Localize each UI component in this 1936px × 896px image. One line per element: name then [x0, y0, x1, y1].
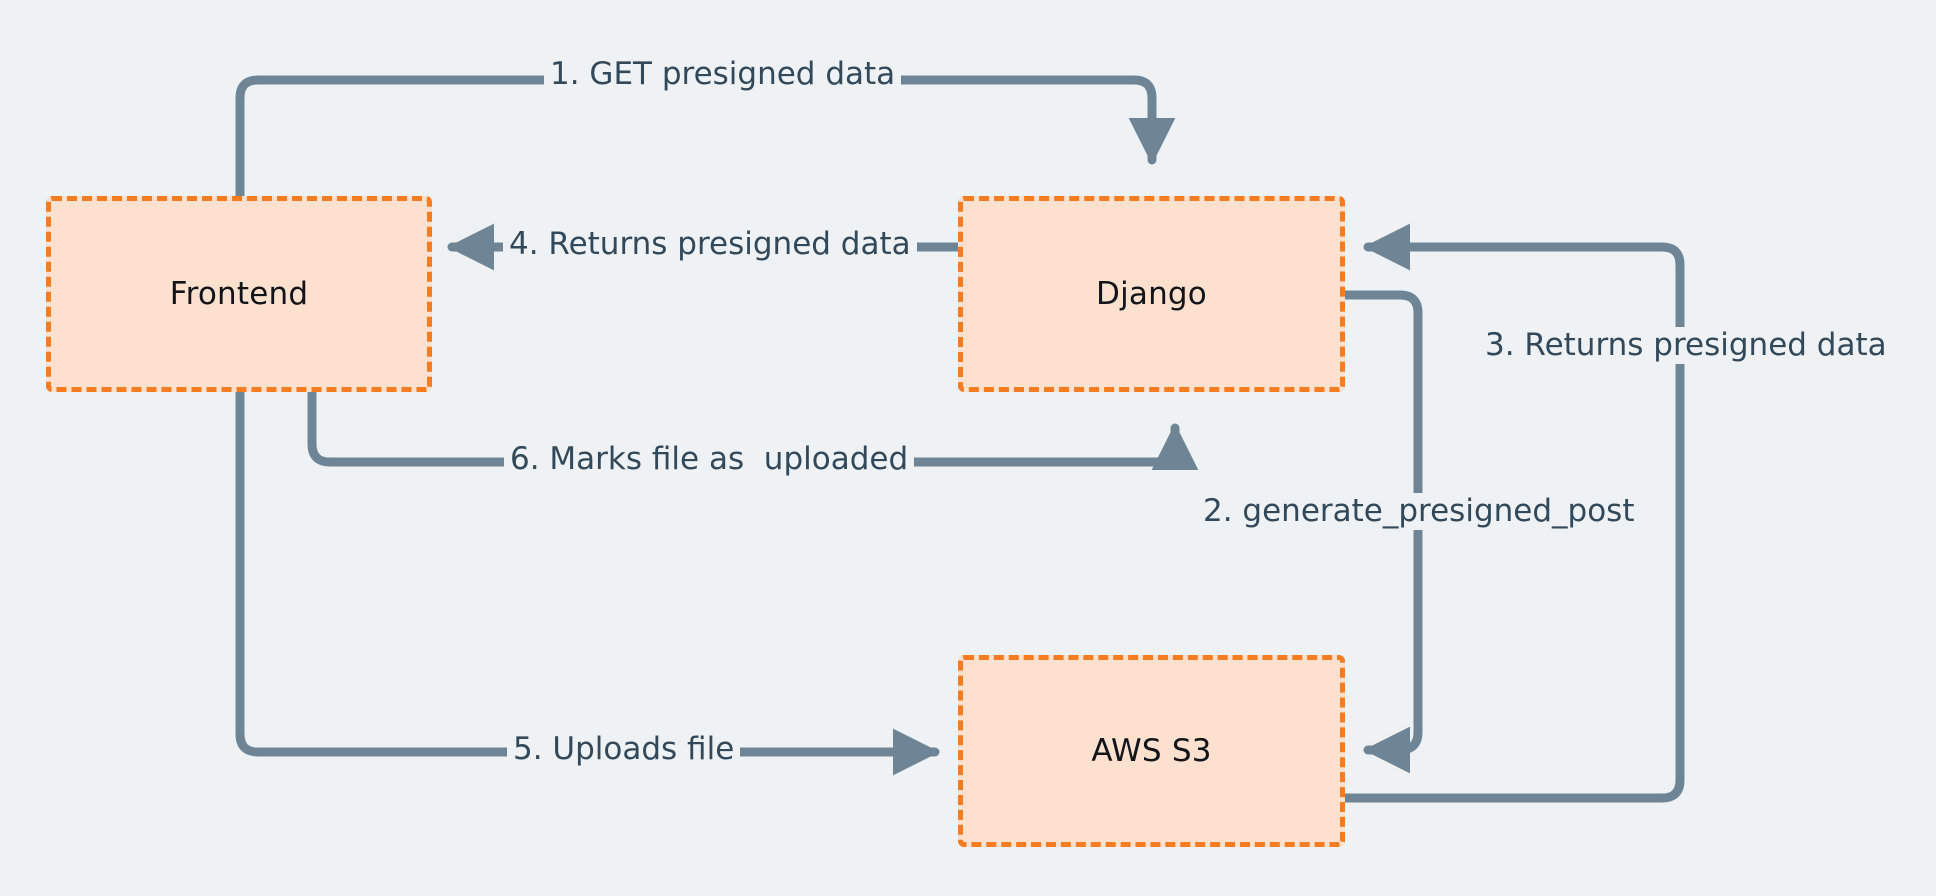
edge-path-5 — [235, 387, 940, 776]
edge-path-1 — [235, 75, 1176, 201]
edge-label-5: 5. Uploads file — [507, 731, 741, 768]
node-frontend-label: Frontend — [169, 276, 309, 312]
node-frontend[interactable]: Frontend — [46, 196, 432, 392]
edge-label-4: 4. Returns presigned data — [503, 226, 917, 263]
edge-label-2: 2. generate_presigned_post — [1197, 493, 1641, 530]
edge-label-1: 1. GET presigned data — [544, 56, 902, 93]
edge-path-3 — [1340, 223, 1685, 803]
edge-label-6: 6. Marks file as uploaded — [504, 441, 915, 478]
node-django-label: Django — [1096, 276, 1207, 312]
edge-label-3: 3. Returns presigned data — [1479, 327, 1893, 364]
node-aws-s3[interactable]: AWS S3 — [958, 655, 1345, 847]
node-aws-s3-label: AWS S3 — [1091, 733, 1212, 769]
node-django[interactable]: Django — [958, 196, 1345, 392]
